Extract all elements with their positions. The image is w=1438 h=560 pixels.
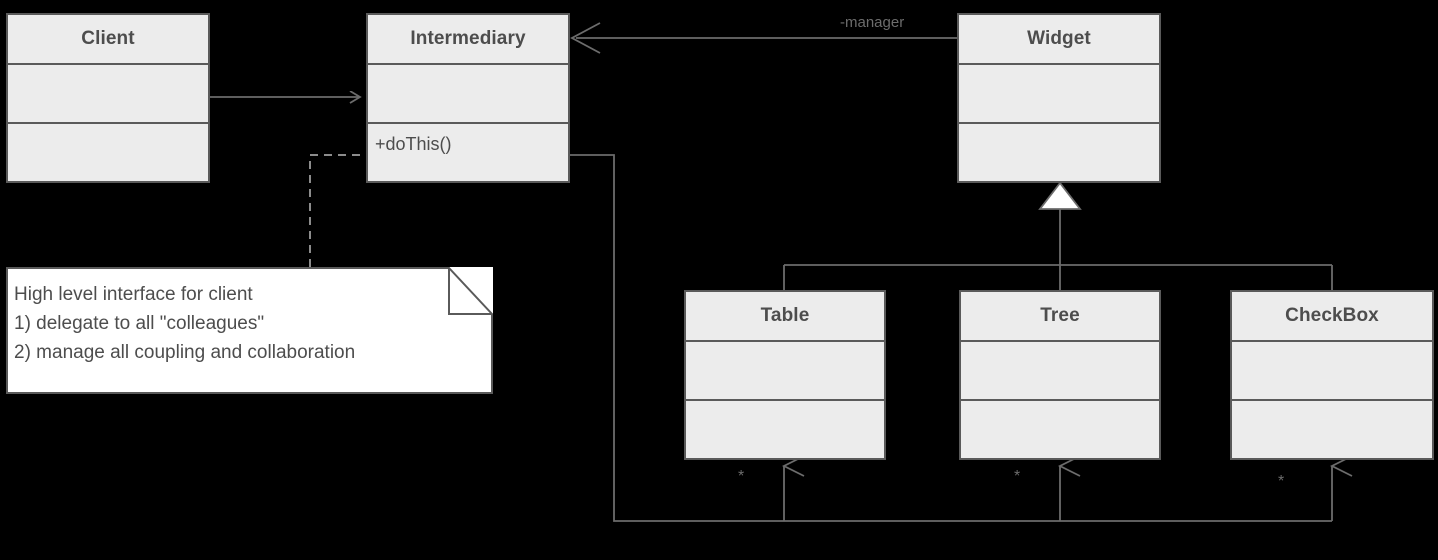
class-attributes-compartment [1232, 342, 1432, 401]
class-name-widget: Widget [1027, 28, 1091, 49]
note-line-2: 1) delegate to all "colleagues" [14, 313, 265, 334]
class-operations-compartment [1232, 401, 1432, 458]
class-attributes-compartment [8, 65, 208, 124]
class-box-table[interactable]: Table [684, 290, 886, 460]
generalization-triangle [1038, 181, 1082, 210]
note-fold-corner-icon [448, 268, 492, 315]
note-line-1: High level interface for client [14, 284, 253, 305]
class-box-widget[interactable]: Widget [957, 13, 1161, 183]
class-name-client: Client [81, 28, 135, 49]
class-box-client[interactable]: Client [6, 13, 210, 183]
class-box-checkbox[interactable]: CheckBox [1230, 290, 1434, 460]
class-title-compartment: Tree [961, 292, 1159, 342]
class-title-compartment: Table [686, 292, 884, 342]
manager-arrowhead [570, 22, 601, 54]
class-name-table: Table [760, 305, 810, 326]
class-name-checkbox: CheckBox [1285, 305, 1379, 326]
class-title-compartment: Intermediary [368, 15, 568, 65]
class-operations-compartment [8, 124, 208, 181]
multiplicity-label-tree: * [1014, 468, 1021, 485]
class-operations-compartment [959, 124, 1159, 181]
class-box-tree[interactable]: Tree [959, 290, 1161, 460]
class-operations-compartment [961, 401, 1159, 458]
class-attributes-compartment [686, 342, 884, 401]
class-operations-compartment [686, 401, 884, 458]
edge-generalization-to-widget [783, 181, 1333, 290]
class-operations-intermediary: +doThis() [375, 134, 452, 154]
class-attributes-compartment [961, 342, 1159, 401]
class-attributes-compartment [959, 65, 1159, 124]
multiplicity-label-table: * [738, 468, 745, 485]
class-name-tree: Tree [1040, 305, 1080, 326]
class-name-intermediary: Intermediary [410, 28, 526, 49]
class-box-intermediary[interactable]: Intermediary +doThis() [366, 13, 570, 183]
multiplicity-label-checkbox: * [1278, 473, 1285, 490]
edge-label-manager: -manager [840, 14, 905, 31]
class-title-compartment: CheckBox [1232, 292, 1432, 342]
note-line-3: 2) manage all coupling and collaboration [14, 342, 356, 363]
note-text: High level interface for client 1) deleg… [6, 267, 493, 367]
class-title-compartment: Widget [959, 15, 1159, 65]
class-attributes-compartment [368, 65, 568, 124]
class-operations-compartment: +doThis() [368, 124, 568, 181]
class-title-compartment: Client [8, 15, 208, 65]
note-box[interactable]: High level interface for client 1) deleg… [6, 267, 493, 394]
note-shape [6, 267, 493, 394]
edge-note-to-intermediary [309, 154, 366, 267]
